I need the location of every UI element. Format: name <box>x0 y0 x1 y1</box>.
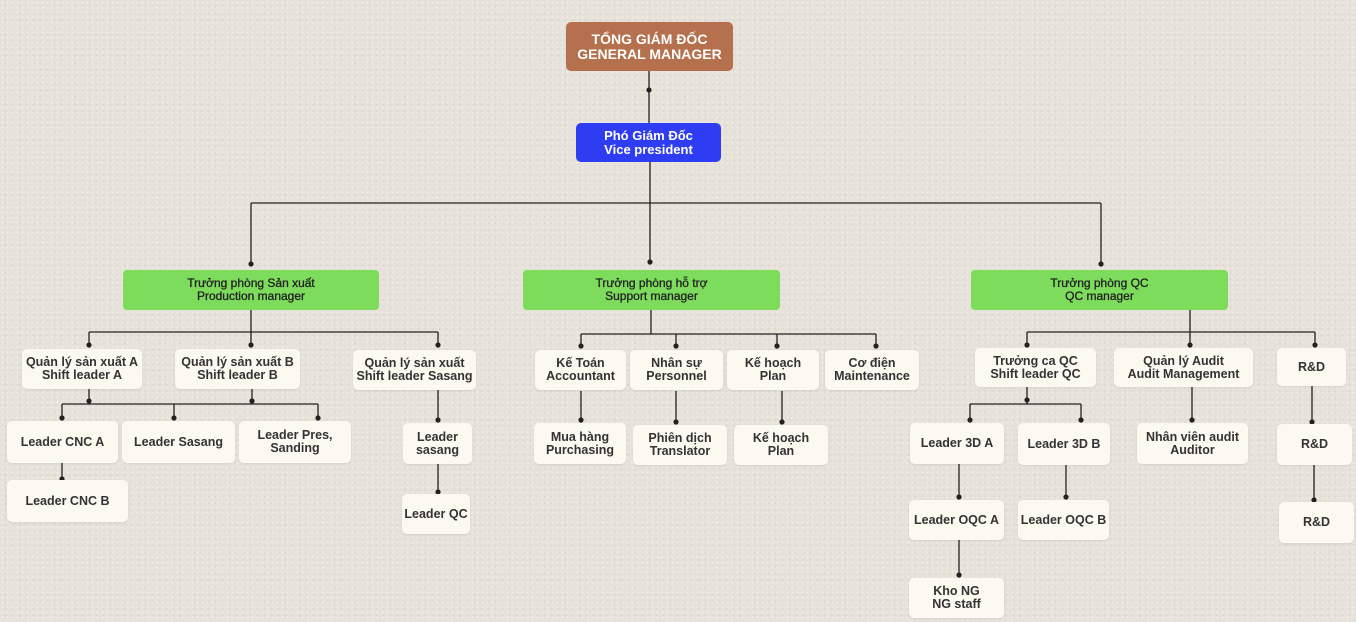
maintenance-label-vi: Cơ điện <box>848 356 896 370</box>
audit-management-label-vi: Quản lý Audit <box>1143 353 1224 368</box>
shift-leader-a-label-vi: Quản lý sản xuất A <box>25 355 139 369</box>
general-manager-box: TỔNG GIÁM ĐỐC GENERAL MANAGER <box>566 22 733 71</box>
leader-sasang-box: Leader sasang <box>403 423 472 464</box>
leader-sasang-label-2: sasang <box>415 442 460 457</box>
purchasing-label-en: Purchasing <box>545 442 615 457</box>
production-manager-box: Trưởng phòng Sản xuất Production manager <box>123 270 379 310</box>
plan-2-label-en: Plan <box>767 444 795 458</box>
shift-leader-qc-label-en: Shift leader QC <box>990 366 1081 381</box>
support-manager-box: Trưởng phòng hỗ trợ Support manager <box>523 270 780 310</box>
personnel-label-en: Personnel <box>646 369 707 383</box>
leader-oqc-a-label: Leader OQC A <box>914 512 999 527</box>
production-manager-label-en: Production manager <box>196 289 306 303</box>
leader-sasang-label-1: Leader <box>417 429 458 444</box>
maintenance-box: Cơ điện Maintenance <box>825 350 919 390</box>
qc-manager-label-en: QC manager <box>1065 289 1134 303</box>
plan-2-box: Kế hoạch Plan <box>734 425 828 465</box>
leader-oqc-a-box: Leader OQC A <box>909 500 1004 540</box>
rd-box-3: R&D <box>1279 502 1354 543</box>
shift-leader-b-label-en: Shift leader B <box>197 368 278 382</box>
plan-label-en: Plan <box>759 369 787 383</box>
rd-label-2: R&D <box>1300 437 1329 451</box>
general-manager-label-vi: TỔNG GIÁM ĐỐC <box>591 30 708 47</box>
auditor-box: Nhân viên audit Auditor <box>1137 423 1248 464</box>
leader-3d-a-label: Leader 3D A <box>920 436 994 450</box>
support-manager-label-en: Support manager <box>605 289 698 303</box>
audit-management-label-en: Audit Management <box>1127 366 1240 381</box>
shift-leader-b-label-vi: Quản lý sản xuất B <box>181 355 294 369</box>
maintenance-label-en: Maintenance <box>834 369 910 383</box>
leader-qc-prod-box: Leader QC <box>402 494 470 534</box>
shift-leader-qc-label-vi: Trưởng ca QC <box>993 353 1078 368</box>
rd-box-2: R&D <box>1277 424 1352 465</box>
leader-oqc-b-box: Leader OQC B <box>1018 500 1109 540</box>
purchasing-label-vi: Mua hàng <box>550 429 610 444</box>
leader-cnc-b-label: Leader CNC B <box>25 493 110 508</box>
rd-label-1: R&D <box>1297 359 1326 374</box>
accountant-label-vi: Kế Toán <box>556 356 605 370</box>
leader-cnc-a-box: Leader CNC A <box>7 421 118 463</box>
leader-3d-a-box: Leader 3D A <box>910 423 1004 464</box>
qc-manager-label-vi: Trưởng phòng QC <box>1050 276 1149 290</box>
personnel-box: Nhân sự Personnel <box>630 350 723 390</box>
leader-cnc-a-label: Leader CNC A <box>20 434 105 449</box>
rd-box-1: R&D <box>1277 348 1346 386</box>
audit-management-box: Quản lý Audit Audit Management <box>1114 348 1253 387</box>
plan-label-vi: Kế hoạch <box>744 356 802 370</box>
ng-staff-box: Kho NG NG staff <box>909 578 1004 618</box>
leader-qc-prod-label: Leader QC <box>404 506 468 521</box>
purchasing-box: Mua hàng Purchasing <box>534 423 626 464</box>
shift-leader-a-box: Quản lý sản xuất A Shift leader A <box>22 349 142 389</box>
shift-leader-sasang-box: Quản lý sản xuất Shift leader Sasang <box>353 350 476 390</box>
production-manager-label-vi: Trưởng phòng Sản xuất <box>187 276 315 290</box>
support-manager-label-vi: Trưởng phòng hỗ trợ <box>595 276 708 290</box>
leader-sasang-prod-box: Leader Sasang <box>122 421 235 463</box>
leader-sanding-label: Sanding <box>270 441 320 455</box>
accountant-label-en: Accountant <box>546 369 615 383</box>
personnel-label-vi: Nhân sự <box>651 356 702 370</box>
shift-leader-qc-box: Trưởng ca QC Shift leader QC <box>975 348 1096 387</box>
leader-pres-label: Leader Pres, <box>257 428 333 442</box>
shift-leader-sasang-label-vi: Quản lý sản xuất <box>364 356 465 370</box>
ng-staff-label-vi: Kho NG <box>933 584 980 598</box>
shift-leader-b-box: Quản lý sản xuất B Shift leader B <box>175 349 300 389</box>
plan-box: Kế hoạch Plan <box>727 350 819 390</box>
auditor-label-en: Auditor <box>1170 442 1215 457</box>
translator-box: Phiên dịch Translator <box>633 425 727 465</box>
shift-leader-a-label-en: Shift leader A <box>41 368 123 382</box>
translator-label-vi: Phiên dịch <box>648 431 712 445</box>
leader-3d-b-label: Leader 3D B <box>1027 436 1101 451</box>
vice-president-label-vi: Phó Giám Đốc <box>604 127 693 143</box>
auditor-label-vi: Nhân viên audit <box>1145 429 1240 444</box>
general-manager-label-en: GENERAL MANAGER <box>577 45 722 62</box>
vice-president-box: Phó Giám Đốc Vice president <box>576 123 721 162</box>
qc-manager-box: Trưởng phòng QC QC manager <box>971 270 1228 310</box>
leader-oqc-b-label: Leader OQC B <box>1020 512 1107 527</box>
plan-2-label-vi: Kế hoạch <box>752 431 810 445</box>
leader-sasang-prod-label: Leader Sasang <box>134 434 223 449</box>
leader-3d-b-box: Leader 3D B <box>1018 423 1110 465</box>
leader-pres-sanding-box: Leader Pres, Sanding <box>239 421 351 463</box>
leader-cnc-b-box: Leader CNC B <box>7 480 128 522</box>
ng-staff-label-en: NG staff <box>932 597 981 611</box>
vice-president-label-en: Vice president <box>604 141 693 157</box>
translator-label-en: Translator <box>649 444 711 458</box>
shift-leader-sasang-label-en: Shift leader Sasang <box>356 369 473 383</box>
accountant-box: Kế Toán Accountant <box>535 350 626 390</box>
rd-label-3: R&D <box>1302 515 1331 529</box>
